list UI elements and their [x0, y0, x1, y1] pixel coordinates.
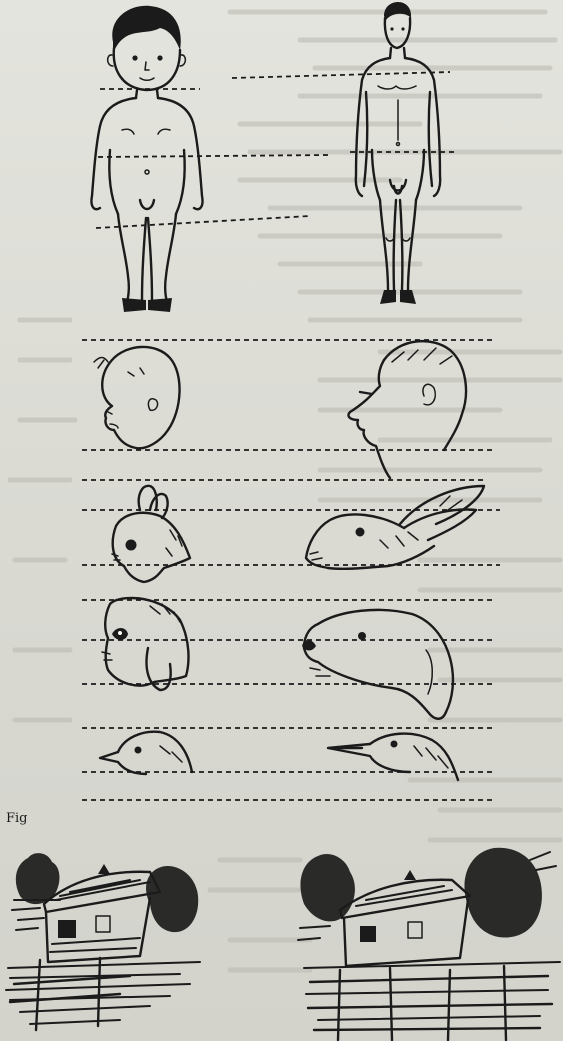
right-cottage-sketch — [298, 848, 560, 1040]
baby-head-profile — [94, 347, 180, 448]
left-cottage-sketch — [6, 853, 200, 1030]
window — [360, 926, 376, 942]
child-figure — [91, 6, 202, 312]
bleed-through-text — [10, 12, 560, 970]
puppy-head — [102, 598, 188, 690]
adult-bird-head — [328, 734, 458, 780]
window — [58, 920, 76, 938]
young-rabbit-head — [112, 486, 190, 582]
adult-dog-head — [302, 610, 453, 719]
chick-head — [100, 732, 192, 774]
caption-fragment: Fig — [6, 811, 28, 826]
